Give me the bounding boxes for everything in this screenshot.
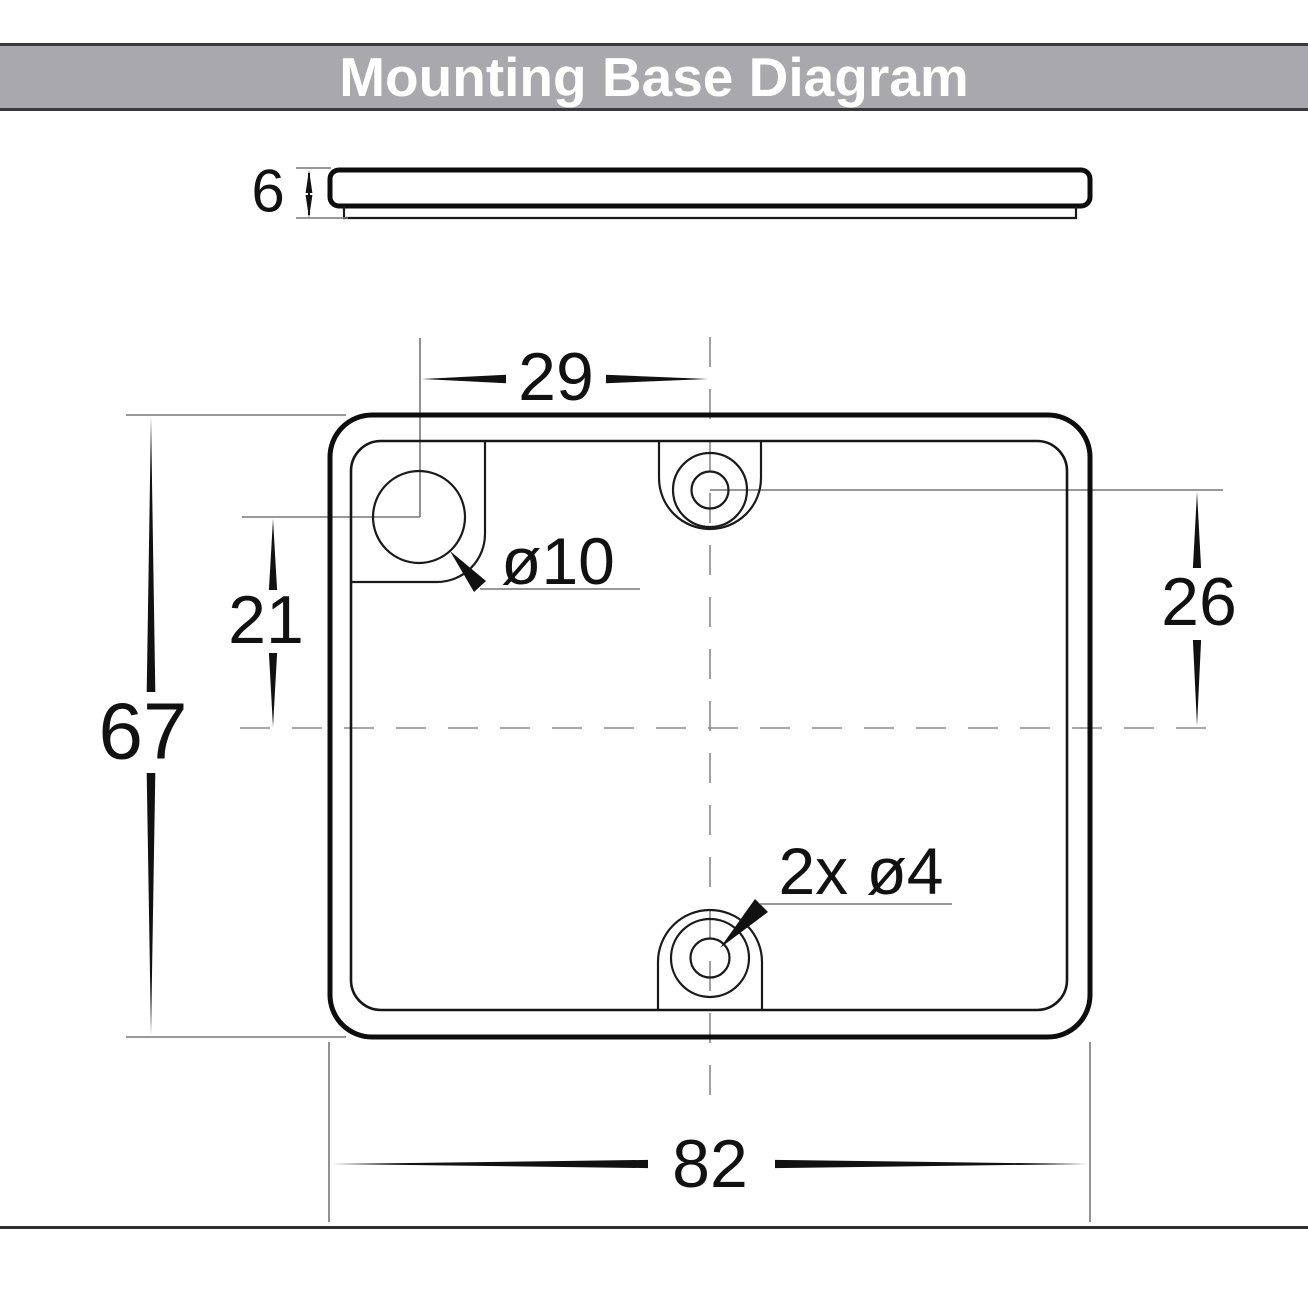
screw-tab-outline [657, 441, 763, 531]
dim-26-label: 26 [1161, 564, 1237, 640]
plate-outer-outline [327, 412, 1093, 1040]
arrowhead-right [775, 1159, 1088, 1169]
side-view-lip-outline [342, 206, 1078, 220]
side-view: 6 [251, 158, 1093, 225]
screw-holes-label: 2x ø4 [778, 834, 943, 908]
corner-boss-fillet [352, 441, 487, 584]
arrowhead-up [146, 417, 156, 692]
arrowhead-up [1192, 492, 1202, 568]
screw-tab-bottom [656, 908, 764, 1010]
arrowhead-left [422, 374, 506, 384]
arrowhead-down [268, 653, 278, 727]
screw-hole-counterbore [671, 451, 749, 529]
screw-hole [689, 937, 731, 979]
arrowhead-left [332, 1159, 648, 1169]
dim-screw-hole-y: 26 [1161, 492, 1237, 726]
plate-inner-outline [349, 439, 1069, 1012]
dim-plate-height: 67 [99, 417, 188, 1035]
arrowhead-up [268, 519, 278, 590]
dim-82-label: 82 [672, 1126, 748, 1202]
title-bar: Mounting Base Diagram [0, 43, 1308, 111]
arrowhead-right [606, 374, 708, 384]
plan-view: 29 21 67 26 [99, 337, 1237, 1222]
corner-hole [371, 469, 467, 565]
dim-corner-hole-y: 21 [228, 519, 304, 727]
arrowhead-up [305, 170, 313, 193]
arrowhead-down [146, 773, 156, 1035]
screw-hole [690, 470, 730, 510]
screw-tab-outline [656, 908, 764, 1010]
dim-21-label: 21 [228, 582, 304, 658]
screw-tab-top [657, 441, 763, 531]
corner-hole-diameter-label: ø10 [501, 524, 615, 598]
dim-29-label: 29 [518, 339, 594, 415]
dim-plate-width: 82 [332, 1126, 1088, 1202]
side-view-body-outline [327, 167, 1093, 209]
leader-screw-holes: 2x ø4 [720, 834, 952, 948]
dim-67-label: 67 [99, 687, 188, 776]
leader-arrow [450, 551, 486, 592]
page-title: Mounting Base Diagram [339, 46, 969, 108]
leader-arrow [720, 899, 768, 948]
dim-corner-hole-x: 29 [422, 339, 708, 415]
bottom-border-rule [0, 1226, 1308, 1229]
dim-thickness: 6 [251, 158, 348, 225]
arrowhead-down [1192, 640, 1202, 726]
arrowhead-down [305, 195, 313, 218]
leader-corner-hole: ø10 [450, 524, 640, 598]
dim-6-label: 6 [251, 158, 284, 225]
screw-hole-counterbore [669, 917, 751, 999]
